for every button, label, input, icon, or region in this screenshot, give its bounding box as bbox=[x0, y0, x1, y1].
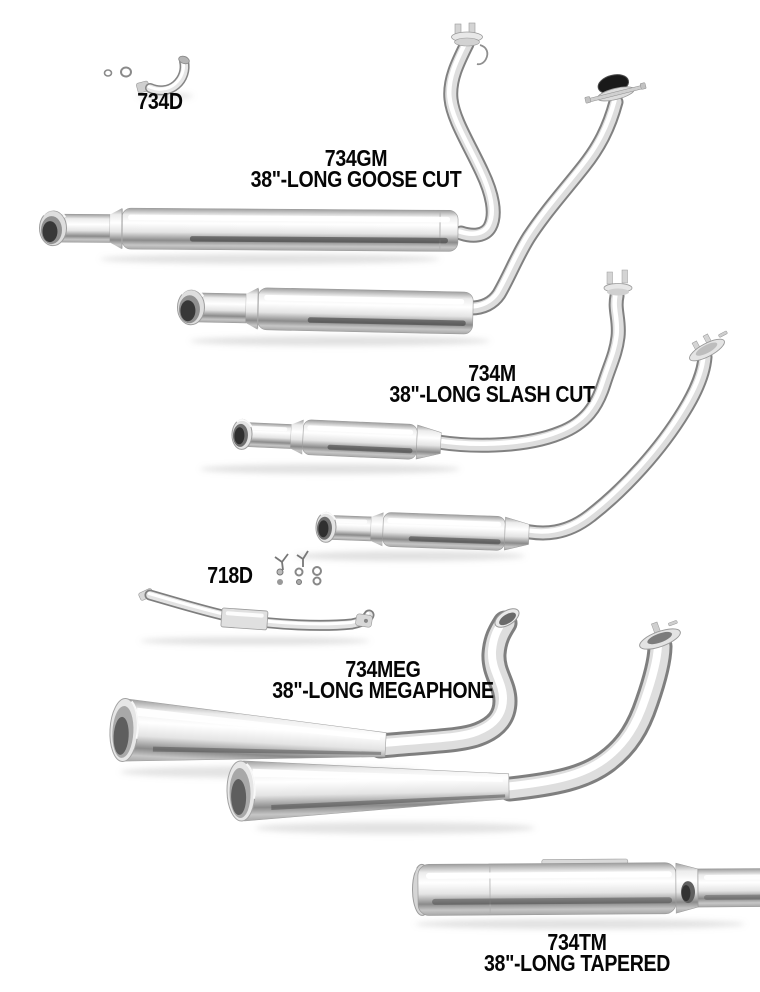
product-code: 734M bbox=[468, 360, 516, 386]
product-code: 734GM bbox=[324, 145, 388, 171]
exhaust-734tm-muffler bbox=[411, 858, 760, 916]
megaphone-bell-opening bbox=[226, 760, 256, 822]
washer-icon bbox=[103, 69, 113, 77]
product-description: 38"-LONG MEGAPHONE bbox=[272, 677, 494, 703]
goose-cut-tip bbox=[176, 287, 205, 326]
slash-cut-tip bbox=[315, 511, 337, 543]
goose-cut-tip bbox=[38, 208, 67, 247]
product-code: 734TM bbox=[547, 929, 607, 955]
slash-cut-tip bbox=[231, 418, 253, 450]
header-flange bbox=[584, 74, 647, 104]
product-description: 38"-LONG GOOSE CUT bbox=[250, 166, 462, 192]
product-code: 734MEG bbox=[345, 656, 421, 682]
mounting-hardware bbox=[274, 550, 322, 586]
exhaust-734meg-rear-header-pipe bbox=[508, 644, 660, 790]
exhaust-734gm-front-header-pipe bbox=[449, 43, 493, 236]
product-description: 38"-LONG TAPERED bbox=[484, 950, 670, 976]
exhaust-734gm-rear-muffler bbox=[176, 287, 474, 335]
header-flange bbox=[639, 620, 681, 650]
header-flange bbox=[689, 330, 728, 362]
product-label-734m: 734M 38"-LONG SLASH CUT bbox=[389, 360, 595, 407]
product-label-734meg: 734MEG 38"-LONG MEGAPHONE bbox=[272, 656, 494, 703]
megaphone-bell-opening bbox=[109, 698, 139, 762]
exhaust-734m-front-muffler bbox=[231, 418, 442, 460]
header-flange bbox=[603, 269, 633, 296]
header-flange bbox=[451, 22, 489, 66]
product-label-734tm: 734TM 38"-LONG TAPERED bbox=[484, 929, 670, 976]
header-cut-end bbox=[494, 608, 520, 628]
exhaust-734meg-rear-megaphone bbox=[226, 760, 510, 822]
exhaust-734gm-front-muffler bbox=[38, 207, 459, 252]
part-734d bbox=[103, 55, 190, 94]
part-718d bbox=[138, 550, 373, 630]
product-label-734gm: 734GM 38"-LONG GOOSE CUT bbox=[250, 145, 462, 192]
product-description: 38"-LONG SLASH CUT bbox=[389, 381, 595, 407]
bracket-pipe bbox=[149, 60, 185, 91]
exhaust-734m-rear-muffler bbox=[315, 511, 530, 551]
product-label-718d: 718D bbox=[207, 562, 253, 588]
product-label-734d: 734D bbox=[137, 88, 183, 114]
exhaust-734meg-front-megaphone bbox=[109, 698, 387, 762]
product-code: 718D bbox=[207, 562, 253, 588]
washer-icon bbox=[120, 66, 132, 78]
product-code: 734D bbox=[137, 88, 183, 114]
